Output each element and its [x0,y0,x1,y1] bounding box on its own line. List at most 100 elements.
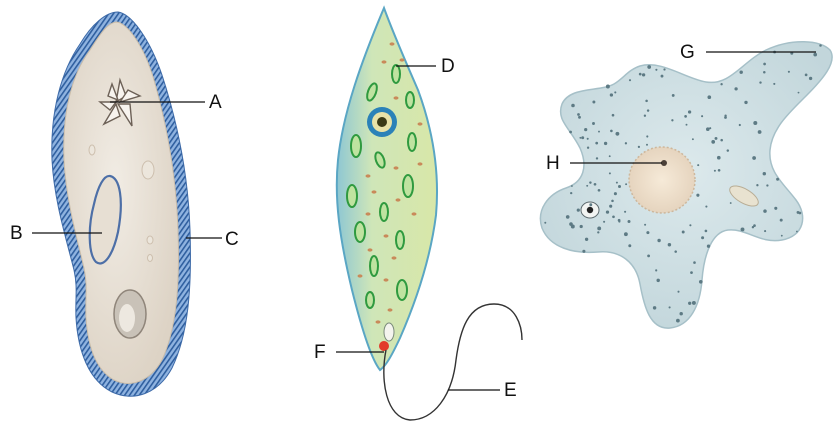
amoeba-granule [625,183,627,185]
amoeba-granule [657,239,660,242]
amoeba-granule [589,203,592,206]
amoeba-granule [717,156,721,160]
amoeba-granule [647,254,650,257]
amoeba-granule [645,100,648,103]
amoeba-granule [638,146,640,148]
amoeba-granule [597,231,599,233]
amoeba-granule [606,85,610,89]
amoeba-granule [689,224,691,226]
amoeba-granule [577,113,580,116]
label-b: B [10,223,23,244]
amoeba-granule [589,181,591,183]
amoeba-granule [594,183,597,186]
amoeba-granule [705,230,708,233]
amoeba-granule [753,121,757,125]
amoeba-granule [646,135,648,137]
amoeba-granule [595,142,598,145]
amoeba-granule [797,211,800,214]
amoeba-granule [706,127,710,131]
amoeba-granule [618,221,620,223]
amoeba-granule [752,156,756,160]
amoeba-granule [693,261,696,264]
amoeba-granule [809,77,812,80]
amoeba-granule [629,79,631,81]
amoeba-granule [692,138,694,140]
amoeba-granule [628,220,631,223]
amoeba-granule [614,192,617,195]
amoeba-granule [669,306,671,308]
amoeba-granule [615,132,619,136]
amoeba-granule [668,243,671,246]
amoeba-granule [592,122,595,125]
amoeba-granule [566,215,570,219]
amoeba-granule [781,235,783,237]
amoeba-granule [569,131,572,134]
amoeba-granule [592,101,595,104]
amoeba-granule [653,306,656,309]
amoeba-granule [734,87,737,90]
amoeba-granule [647,109,649,111]
amoeba-granule [753,224,756,227]
amoeba-granule [819,44,822,47]
amoeba-granule [686,124,688,126]
amoeba-granule [739,70,742,73]
amoeba-granule [688,302,691,305]
amoeba-granule [682,231,685,234]
amoeba-granule [571,185,573,187]
paramecium-vacuole [89,145,95,155]
paramecium-vacuole [148,255,153,262]
amoeba-granule [582,250,585,253]
amoeba-granule [625,142,627,144]
amoeba-granule [603,221,605,223]
amoeba-granule [739,124,741,126]
amoeba-granule [758,130,762,134]
amoeba-granule [569,222,573,226]
amoeba-granule [577,208,580,211]
label-f: F [314,342,326,363]
amoeba-granule [715,137,718,140]
euglena-nucleolus [377,117,387,127]
amoeba-granule [707,95,711,99]
amoeba-granule [656,279,659,282]
amoeba-granule [655,269,657,271]
amoeba-granule [639,73,642,76]
amoeba-granule [597,226,601,230]
amoeba-granule [616,182,618,184]
amoeba-granule [697,164,699,166]
amoeba-granule [720,83,722,85]
euglena-eyespot [379,341,389,351]
amoeba-granule [646,231,649,234]
amoeba-granule [727,149,729,151]
paramecium-food-vacuole-inner [119,304,135,332]
amoeba-granule [679,312,682,315]
amoeba-granule [570,192,572,194]
amoeba-granule [796,231,798,233]
amoeba-granule [714,170,716,172]
amoeba-granule [705,206,707,208]
amoeba-granule [690,271,693,274]
label-a: A [209,92,222,113]
amoeba-granule [571,104,575,108]
amoeba-granule [598,189,601,192]
label-h: H [546,153,560,174]
amoeba-granule [609,205,612,208]
amoeba-granule [609,155,611,157]
amoeba-granule [709,127,711,129]
amoeba-granule [720,139,723,142]
paramecium [52,12,191,396]
amoeba-granule [730,202,732,204]
amoeba-granule [618,185,621,188]
amoeba-granule [788,71,790,73]
amoeba-granule [604,142,607,145]
amoeba-granule [776,178,779,181]
label-g: G [680,42,695,63]
amoeba-granule [763,63,766,66]
amoeba-granule [677,291,679,293]
amoeba-granule [598,131,600,133]
amoeba-granule [766,184,768,186]
amoeba [540,42,832,328]
amoeba-granule [718,169,721,172]
amoeba-granule [798,92,800,94]
amoeba-granule [684,115,687,118]
